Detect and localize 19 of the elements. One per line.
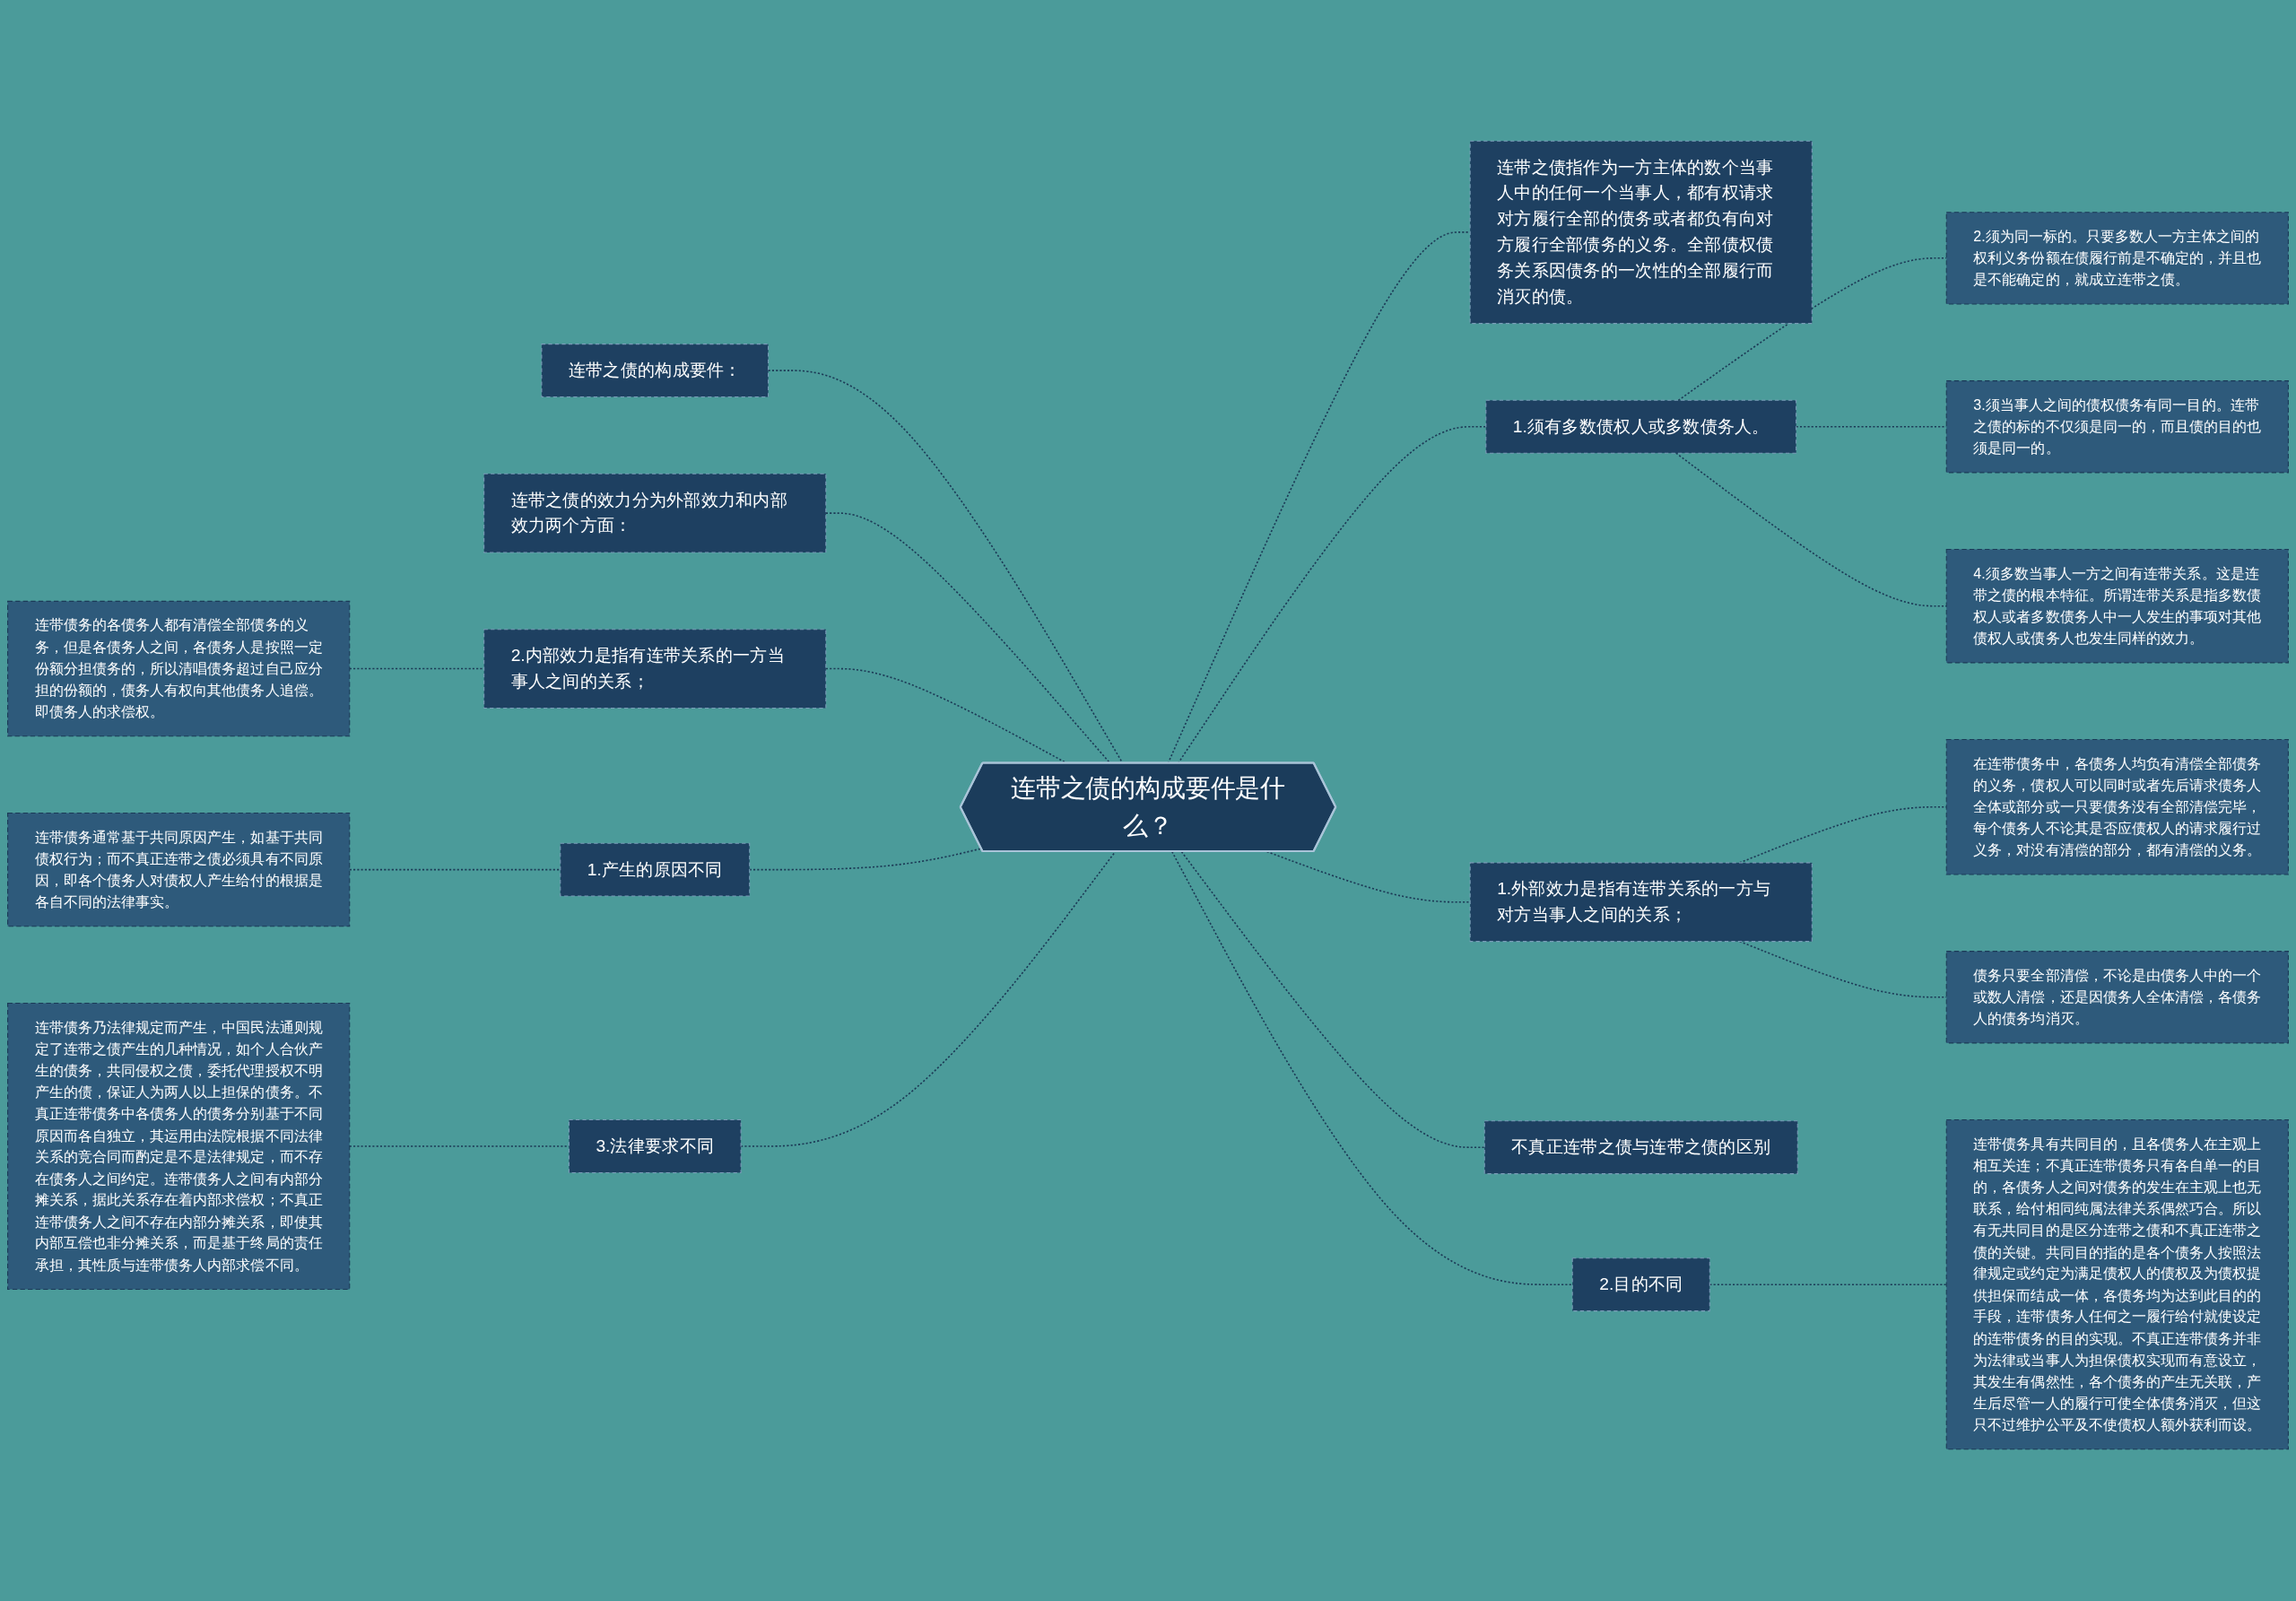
node-box: 不真正连带之债与连带之债的区别 xyxy=(1483,1120,1798,1175)
node-box: 4.须多数当事人一方之间有连带关系。这是连带之债的根本特征。所谓连带关系是指多数债权人或者多数债务人中一人发生的事项对其他债权人或债务人也发生同样的效力。 xyxy=(1945,549,2289,664)
node-box: 2.内部效力是指有连带关系的一方当事人之间的关系； xyxy=(483,629,827,709)
node-box: 连带债务乃法律规定而产生，中国民法通则规定了连带之债产生的几种情况，如个人合伙产生的债务，共同侵权之债，委托代理授权不明产生的债，保证人为两人以上担保的债务。不真正连带债务中各债务人的债务分别基于不同原因而各自独立，其运用由法院根据不同法律关系的竞合同而酌定是不是法律规定，而不存在债务人之间约定。连带债务人之间有内部分摊关系，据此关系存在着内部求偿权；不真正连带债务人之间不存在内部分摊关系，即使其内部互偿也非分摊关系，而是基于终局的责任承担，其性质与连带债务人内部求偿不同。 xyxy=(7,1002,351,1291)
node-box: 3.须当事人之间的债权债务有同一目的。连带之债的标的不仅须是同一的，而且债的目的也须是同一的。 xyxy=(1945,380,2289,474)
node-box: 连带之债的构成要件： xyxy=(541,344,770,398)
node-box: 连带债务通常基于共同原因产生，如基于共同债权行为；而不真正连带之债必须具有不同原因，即各个债务人对债权人产生给付的根据是各自不同的法律事实。 xyxy=(7,812,351,927)
node-box: 3.法律要求不同 xyxy=(568,1119,742,1173)
node-box: 2.须为同一标的。只要多数人一方主体之间的权利义务份额在债履行前是不确定的，并且也是不能确定的，就成立连带之债。 xyxy=(1945,212,2289,305)
node-box: 债务只要全部清偿，不论是由债务人中的一个或数人清偿，还是因债务人全体清偿，各债务人的债务均消灭。 xyxy=(1945,951,2289,1044)
node-box: 2.目的不同 xyxy=(1571,1257,1710,1312)
node-box: 连带债务的各债务人都有清偿全部债务的义务，但是各债务人之间，各债务人是按照一定份额分担债务的，所以清唱债务超过自己应分担的份额的，债务人有权向其他债务人追偿。即债务人的求偿权。 xyxy=(7,600,351,737)
node-box: 连带之债的效力分为外部效力和内部效力两个方面： xyxy=(483,473,827,553)
node-box: 1.外部效力是指有连带关系的一方与对方当事人之间的关系； xyxy=(1469,862,1813,943)
node-box: 连带之债指作为一方主体的数个当事人中的任何一个当事人，都有权请求对方履行全部的债务或者都负有向对方履行全部债务的义务。全部债权债务关系因债务的一次性的全部履行而消灭的债。 xyxy=(1469,140,1813,325)
node-box: 1.须有多数债权人或多数债务人。 xyxy=(1485,399,1797,454)
node-box: 连带债务具有共同目的，且各债务人在主观上相互关连；不真正连带债务只有各自单一的目的，各债务人之间对债务的发生在主观上也无联系，给付相同纯属法律关系偶然巧合。所以有无共同目的是区分连带之债和不真正连带之债的关键。共同目的指的是各个债务人按照法律规定或约定为满足债权人的债权及为债权提供担保而结成一体，各债务均为达到此目的的手段，连带债务人任何之一履行给付就使设定的连带债务的目的实现。不真正连带债务并非为法律或当事人为担保债权实现而有意设立，其发生有偶然性，各个债务的产生无关联，产生后尽管一人的履行可使全体债务消灭，但这只不过维护公平及不使债权人额外获利而设。 xyxy=(1945,1119,2289,1450)
node-box: 1.产生的原因不同 xyxy=(560,842,751,897)
node-box: 在连带债务中，各债务人均负有清偿全部债务的义务，债权人可以同时或者先后请求债务人全体或部分或一只要债务没有全部清偿完毕，每个债务人不论其是否应债权人的请求履行过义务，对没有清偿的部分，都有清偿的义务。 xyxy=(1945,739,2289,875)
